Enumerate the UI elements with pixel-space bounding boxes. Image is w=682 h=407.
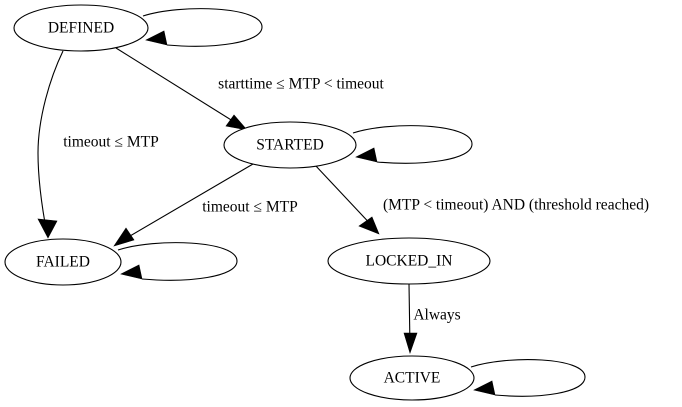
edge-defined-started-path [115, 47, 245, 129]
edge-active-self-arrowhead [473, 380, 496, 396]
edge-defined-failed[interactable]: timeout ≤ MTP [37, 50, 159, 239]
node-failed[interactable]: FAILED [4, 238, 122, 286]
node-defined-label: DEFINED [48, 20, 114, 37]
node-defined-shape [13, 4, 149, 52]
edge-defined-self-arrowhead [145, 30, 168, 46]
edge-started-failed-path [117, 163, 254, 244]
node-failed-shape [4, 238, 122, 286]
node-active[interactable]: ACTIVE [349, 355, 475, 401]
edge-defined-self[interactable] [142, 8, 263, 47]
edge-defined-failed-path [37, 50, 64, 235]
edge-locked-active[interactable]: Always [403, 283, 461, 354]
node-defined[interactable]: DEFINED [13, 4, 149, 52]
edge-label-defined-failed: timeout ≤ MTP [63, 134, 158, 151]
edge-label-started-locked: (MTP < timeout) AND (threshold reached) [383, 197, 649, 214]
edge-label-locked-active: Always [413, 307, 460, 324]
edge-started-failed[interactable]: timeout ≤ MTP [113, 163, 298, 247]
node-locked-in-shape [327, 237, 491, 285]
edge-started-failed-arrowhead [113, 227, 135, 247]
edge-started-self-path [352, 125, 473, 164]
edge-defined-self-path [142, 8, 263, 47]
edge-started-self[interactable] [352, 125, 473, 164]
edge-active-self[interactable] [470, 359, 586, 397]
edge-started-locked-arrowhead [358, 216, 380, 235]
edge-defined-started[interactable]: starttime ≤ MTP < timeout [115, 47, 385, 131]
node-active-label: ACTIVE [384, 370, 441, 387]
edge-failed-self[interactable] [117, 242, 238, 281]
node-failed-label: FAILED [36, 254, 90, 271]
edge-label-started-failed: timeout ≤ MTP [202, 199, 297, 216]
edge-locked-active-arrowhead [403, 332, 418, 354]
edge-defined-started-arrowhead [225, 114, 248, 131]
edge-label-defined-started: starttime ≤ MTP < timeout [218, 76, 384, 93]
edge-started-locked-path [314, 164, 377, 231]
edge-started-locked[interactable]: (MTP < timeout) AND (threshold reached) [314, 164, 649, 235]
edge-failed-self-path [117, 242, 238, 281]
edge-failed-self-arrowhead [120, 264, 143, 280]
edge-active-self-path [470, 359, 586, 397]
node-locked-in[interactable]: LOCKED_IN [327, 237, 491, 285]
node-locked-in-label: LOCKED_IN [366, 253, 453, 270]
edge-defined-failed-arrowhead [37, 218, 58, 239]
node-started-shape [223, 121, 357, 169]
node-started-label: STARTED [256, 137, 324, 154]
node-active-shape [349, 355, 475, 401]
node-started[interactable]: STARTED [223, 121, 357, 169]
edge-started-self-arrowhead [355, 147, 378, 163]
